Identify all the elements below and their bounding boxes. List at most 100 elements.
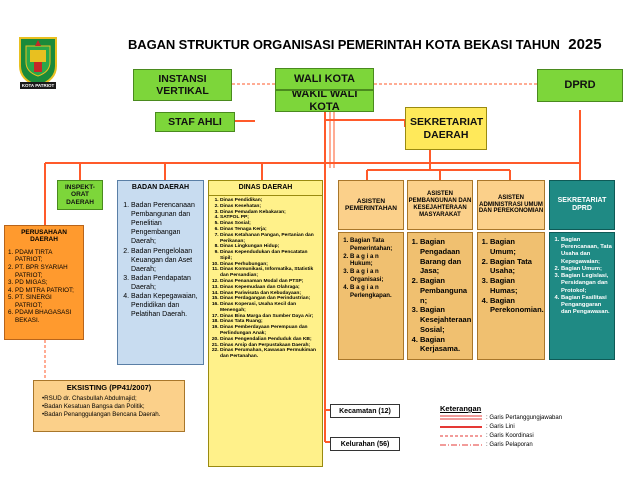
- list-item: Dinas Lingkungan Hidup;: [220, 244, 320, 250]
- sekretariat-daerah-box: SEKRETARIAT DAERAH: [405, 107, 487, 150]
- list-item: Bagian Perencanaan, Tata Usaha dan Kepeg…: [561, 237, 612, 266]
- asisten-pembangunan-list: Bagian Pengadaan Barang dan Jasa; Bagian…: [408, 237, 472, 354]
- wakil-wali-kota-box: WAKIL WALI KOTA: [275, 90, 374, 112]
- perusahaan-daerah-panel: PERUSAHAAN DAERAH PDAM TIRTA PATRIOT; PT…: [4, 225, 84, 340]
- dprd-label: DPRD: [564, 79, 596, 92]
- kelurahan-label: Kelurahan (56): [340, 440, 390, 448]
- legend-item: : Garis Koordinasi: [440, 431, 620, 440]
- list-item: Bagian Perekonomian.: [490, 296, 544, 316]
- asisten-pembangunan-label: ASISTEN PEMBANGUNAN DAN KESEJAHTERAAN MA…: [408, 191, 472, 218]
- list-item: Dinas Kesehatan;: [220, 204, 320, 210]
- badan-daerah-list: Badan Perencanaan Pembangunan dan Peneli…: [118, 201, 203, 319]
- eksisting-title: EKSISTING (PP41/2007): [66, 383, 152, 392]
- legend-item: : Garis Pelaporan: [440, 440, 620, 449]
- list-item: PT. BPR SYARIAH PATRIOT;: [15, 264, 80, 279]
- legend-title: Keterangan: [440, 404, 482, 413]
- list-item: •Badan Kesatuan Bangsa dan Politik;: [42, 402, 145, 410]
- list-item: Bagian Humas;: [490, 276, 542, 296]
- list-item: Bagian Umum;: [490, 237, 542, 257]
- badan-daerah-title: BADAN DAERAH: [131, 184, 190, 191]
- inspektorat-box: INSPEKT-ORAT DAERAH: [57, 180, 103, 210]
- list-item: Dinas Kepemudaan dan Olahraga;: [220, 285, 320, 291]
- list-item: Dinas Perumahan, Kawasan Permukiman dan …: [220, 348, 320, 360]
- wakil-wali-kota-label: WAKIL WALI KOTA: [291, 90, 358, 112]
- dinas-daerah-list: Dinas Pendidikan; Dinas Kesehatan; Dinas…: [209, 198, 322, 360]
- legend-label: : Garis Pelaporan: [486, 441, 533, 448]
- eksisting-panel: EKSISTING (PP41/2007) •RSUD dr. Chasbull…: [33, 380, 185, 432]
- list-item: Dinas Pengendalian Penduduk dan KB;: [220, 337, 320, 343]
- list-item: Dinas Perhubungan;: [220, 262, 320, 268]
- asisten-administrasi-panel: Bagian Umum; Bagian Tata Usaha; Bagian H…: [477, 232, 545, 360]
- list-item: Dinas Tenaga Kerja;: [220, 227, 320, 233]
- wali-kota-box: WALI KOTA: [275, 68, 374, 90]
- dprd-box: DPRD: [537, 69, 623, 102]
- list-item: Bagian Legislasi, Persidangan dan Protok…: [561, 273, 612, 295]
- legend-line-tanggungjawab: [440, 415, 482, 419]
- inspektorat-label: INSPEKT-ORAT DAERAH: [65, 183, 95, 206]
- legend-line-koordinasi: [440, 435, 482, 436]
- list-item: Dinas Arsip dan Perpustakaan Daerah;: [220, 343, 320, 349]
- list-item: Bagian Umum;: [561, 266, 612, 273]
- list-item: Dinas Sosial;: [220, 221, 320, 227]
- list-item: Dinas Bina Marga dan Sumber Daya Air;: [220, 314, 320, 320]
- list-item: Badan Pendapatan Daerah;: [131, 274, 200, 292]
- list-item: Dinas Tata Ruang;: [220, 319, 320, 325]
- list-item: PD MITRA PATRIOT;: [15, 287, 80, 295]
- legend-line-lini: [440, 425, 482, 428]
- instansi-vertikal-label: INSTANSI VERTIKAL: [156, 72, 209, 97]
- list-item: Dinas Koperasi, Usaha Kecil dan Menengah…: [220, 302, 320, 314]
- legend-item: : Garis Pertanggungjawaban: [440, 413, 620, 422]
- wali-kota-label: WALI KOTA: [294, 72, 355, 85]
- legend-label: : Garis Lini: [486, 423, 515, 430]
- list-item: Badan Kepegawaian, Pendidikan dan Pelati…: [131, 292, 200, 319]
- kecamatan-label: Kecamatan (12): [339, 407, 391, 415]
- sekretariat-dprd-list: Bagian Perencanaan, Tata Usaha dan Kepeg…: [550, 237, 614, 317]
- perusahaan-daerah-list: PDAM TIRTA PATRIOT; PT. BPR SYARIAH PATR…: [5, 249, 83, 324]
- list-item: Bagian Tata Pemerintahan;: [350, 237, 401, 253]
- dinas-daerah-title: DINAS DAERAH: [209, 181, 322, 197]
- sekretariat-dprd-box: SEKRETARIAT DPRD: [549, 180, 615, 230]
- instansi-vertikal-box: INSTANSI VERTIKAL: [133, 69, 232, 101]
- asisten-pembangunan-box: ASISTEN PEMBANGUNAN DAN KESEJAHTERAAN MA…: [407, 180, 473, 230]
- list-item: Badan Pengelolaan Keuangan dan Aset Daer…: [131, 247, 200, 274]
- asisten-pemerintahan-list: Bagian Tata Pemerintahan; B a g i a n Hu…: [339, 237, 403, 299]
- kelurahan-box: Kelurahan (56): [330, 437, 400, 451]
- sekretariat-daerah-label: SEKRETARIAT DAERAH: [410, 116, 484, 141]
- list-item: Dinas Ketahanan Pangan, Pertanian dan Pe…: [220, 233, 320, 245]
- asisten-pemerintahan-panel: Bagian Tata Pemerintahan; B a g i a n Hu…: [338, 232, 404, 360]
- list-item: B a g i a n Perlengkapan.: [350, 284, 401, 300]
- legend: Keterangan : Garis Pertanggungjawaban : …: [440, 404, 620, 454]
- list-item: Bagian Kesejahteraan Sosial;: [420, 305, 471, 334]
- legend-label: : Garis Pertanggungjawaban: [486, 414, 563, 421]
- list-item: Bagian Pengadaan Barang dan Jasa;: [420, 237, 470, 276]
- list-item: Dinas Penanaman Modal dan PTSP;: [220, 279, 320, 285]
- list-item: Bagian Pembanguna n;: [420, 276, 470, 305]
- legend-item: : Garis Lini: [440, 422, 620, 431]
- asisten-administrasi-list: Bagian Umum; Bagian Tata Usaha; Bagian H…: [478, 237, 544, 315]
- shield-emblem-icon: [19, 37, 57, 89]
- asisten-administrasi-box: ASISTEN ADMINISTRASI UMUM DAN PEREKONOMI…: [477, 180, 545, 230]
- list-item: PDAM TIRTA PATRIOT;: [15, 249, 80, 264]
- list-item: Dinas Pariwisata dan Kebudayaan;: [220, 291, 320, 297]
- list-item: Dinas Kependudukan dan Pencatatan Sipil;: [220, 250, 320, 262]
- list-item: B a g i a n Hukum;: [350, 253, 401, 269]
- list-item: Dinas Pemadam Kebakaran;: [220, 210, 320, 216]
- list-item: B a g i a n Organisasi;: [350, 268, 401, 284]
- list-item: PDAM BHAGASASI BEKASI.: [15, 309, 80, 324]
- asisten-pembangunan-panel: Bagian Pengadaan Barang dan Jasa; Bagian…: [407, 232, 473, 360]
- asisten-pemerintahan-label: ASISTEN PEMERINTAHAN: [345, 197, 397, 212]
- eksisting-list: •RSUD dr. Chasbullah Abdulmajid; •Badan …: [34, 395, 184, 419]
- list-item: •Badan Penanggulangan Bencana Daerah.: [42, 410, 161, 418]
- title-text: BAGAN STRUKTUR ORGANISASI PEMERINTAH KOT…: [128, 37, 560, 52]
- list-item: SATPOL PP;: [220, 215, 320, 221]
- sekretariat-dprd-label: SEKRETARIAT DPRD: [557, 196, 607, 212]
- list-item: Dinas Pemberdayaan Perempuan dan Perlind…: [220, 325, 320, 337]
- staf-ahli-label: STAF AHLI: [168, 115, 222, 128]
- legend-label: : Garis Koordinasi: [486, 432, 534, 439]
- list-item: Bagian Tata Usaha;: [490, 257, 542, 277]
- list-item: Badan Perencanaan Pembangunan dan Peneli…: [131, 201, 200, 246]
- perusahaan-daerah-title: PERUSAHAAN DAERAH: [21, 229, 67, 244]
- list-item: Dinas Perdagangan dan Perindustrian;: [220, 296, 320, 302]
- logo-ribbon-label: KOTA PATRIOT: [21, 83, 55, 88]
- list-item: PD MIGAS;: [15, 279, 80, 287]
